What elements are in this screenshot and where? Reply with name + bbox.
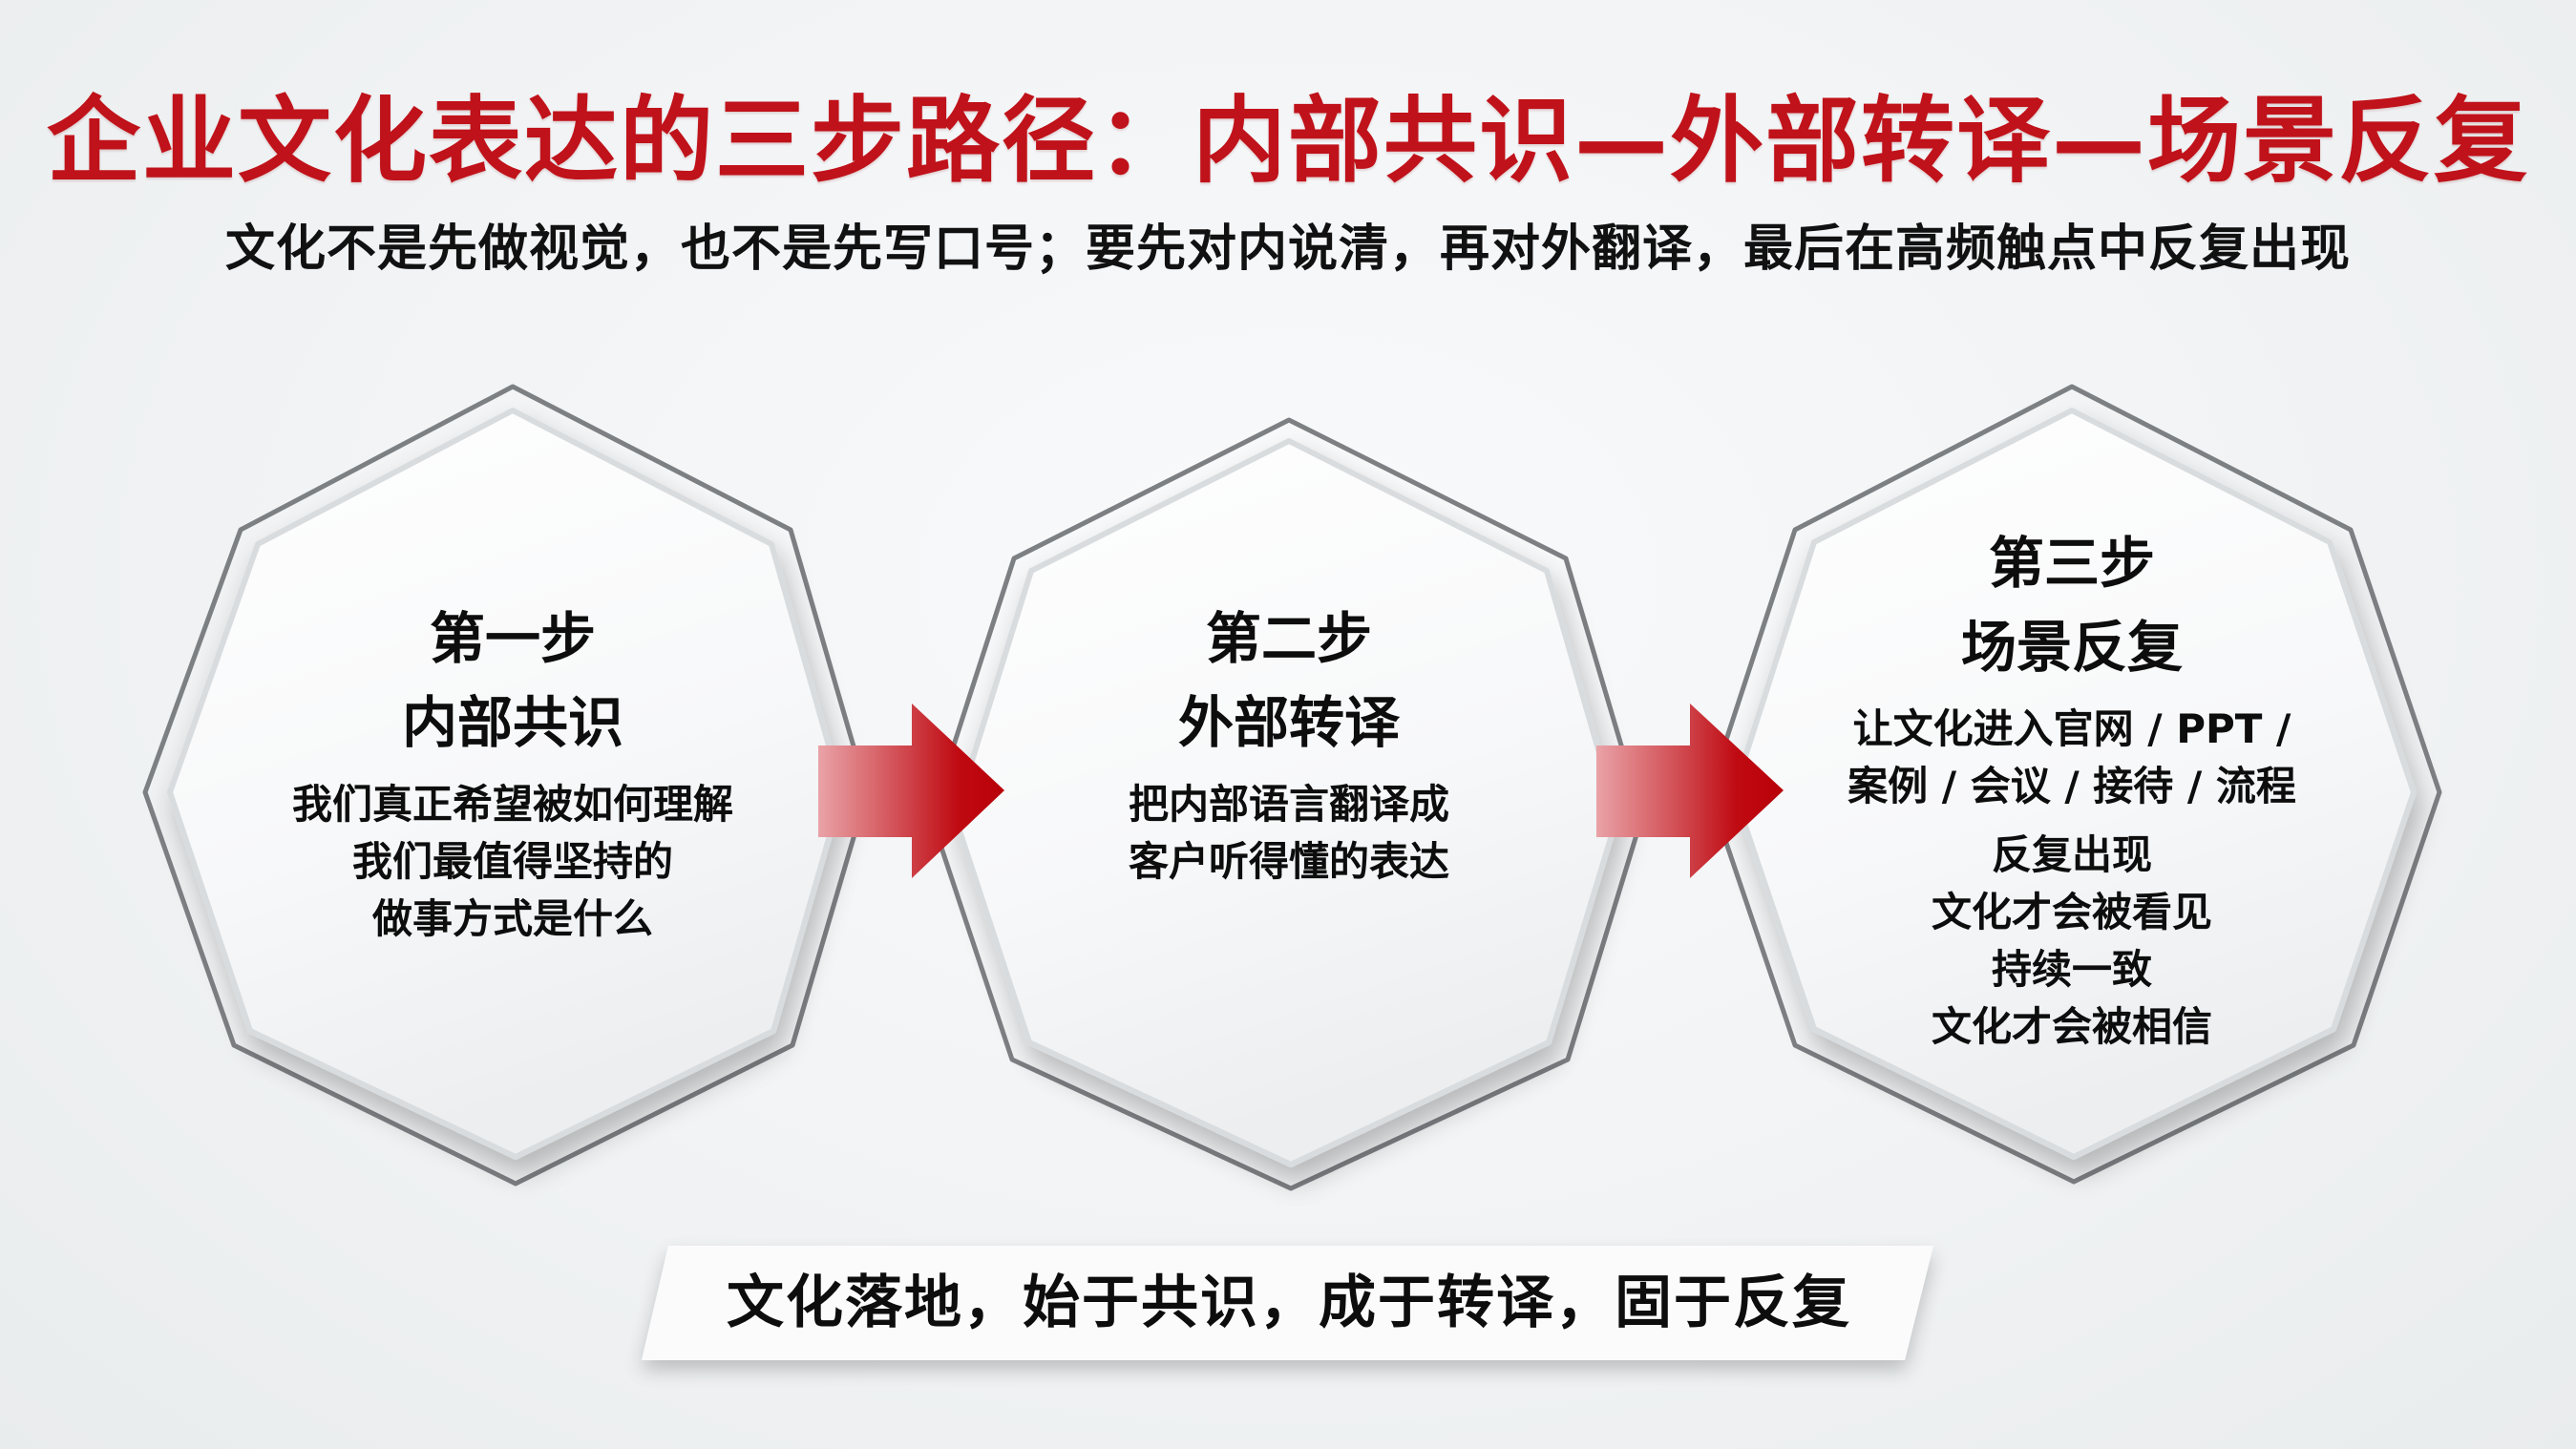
step-1-label: 第一步 (429, 606, 596, 671)
step-3-desc-line: 让文化进入官网 / PPT / (1852, 705, 2291, 752)
step-1-desc-line: 我们最值得坚持的 (351, 838, 673, 885)
step-3-name: 场景反复 (1960, 615, 2183, 680)
step-3-label: 第三步 (1988, 531, 2155, 596)
step-2-desc-line: 把内部语言翻译成 (1128, 781, 1449, 828)
step-1-card: 第一步 内部共识 我们真正希望被如何理解 我们最值得坚持的 做事方式是什么 (226, 597, 799, 948)
summary-banner (642, 1246, 1933, 1360)
step-3-result-line: 持续一致 (1991, 946, 2152, 993)
step-1-desc-line: 我们真正希望被如何理解 (291, 781, 733, 828)
summary-text: 文化落地，始于共识，成于转译，固于反复 (727, 1270, 1851, 1336)
step-3-result-line: 文化才会被看见 (1931, 889, 2212, 935)
step-3-card: 第三步 场景反复 让文化进入官网 / PPT / 案例 / 会议 / 接待 / … (1785, 521, 2358, 1056)
step-2-label: 第二步 (1205, 606, 1372, 671)
step-2-octagon (928, 417, 1645, 1191)
arrow-right-icon (818, 704, 1004, 878)
step-2-name: 外部转译 (1177, 690, 1400, 755)
step-3-result-line: 反复出现 (1991, 831, 2152, 878)
step-3-desc-line: 案例 / 会议 / 接待 / 流程 (1848, 763, 2296, 809)
page-title: 企业文化表达的三步路径：内部共识—外部转译—场景反复 (46, 87, 2529, 196)
step-3-octagon (1706, 384, 2442, 1185)
arrow-right-icon (1596, 704, 1784, 878)
step-2-desc-line: 客户听得懂的表达 (1128, 838, 1449, 885)
page-subtitle: 文化不是先做视觉，也不是先写口号；要先对内说清，再对外翻译，最后在高频触点中反复… (224, 220, 2351, 278)
step-1-name: 内部共识 (401, 690, 623, 755)
step-2-card: 第二步 外部转译 把内部语言翻译成 客户听得懂的表达 (1003, 597, 1575, 891)
step-1-desc-line: 做事方式是什么 (371, 895, 653, 942)
step-3-result-line: 文化才会被相信 (1931, 1003, 2212, 1050)
step-1-octagon (142, 384, 870, 1186)
